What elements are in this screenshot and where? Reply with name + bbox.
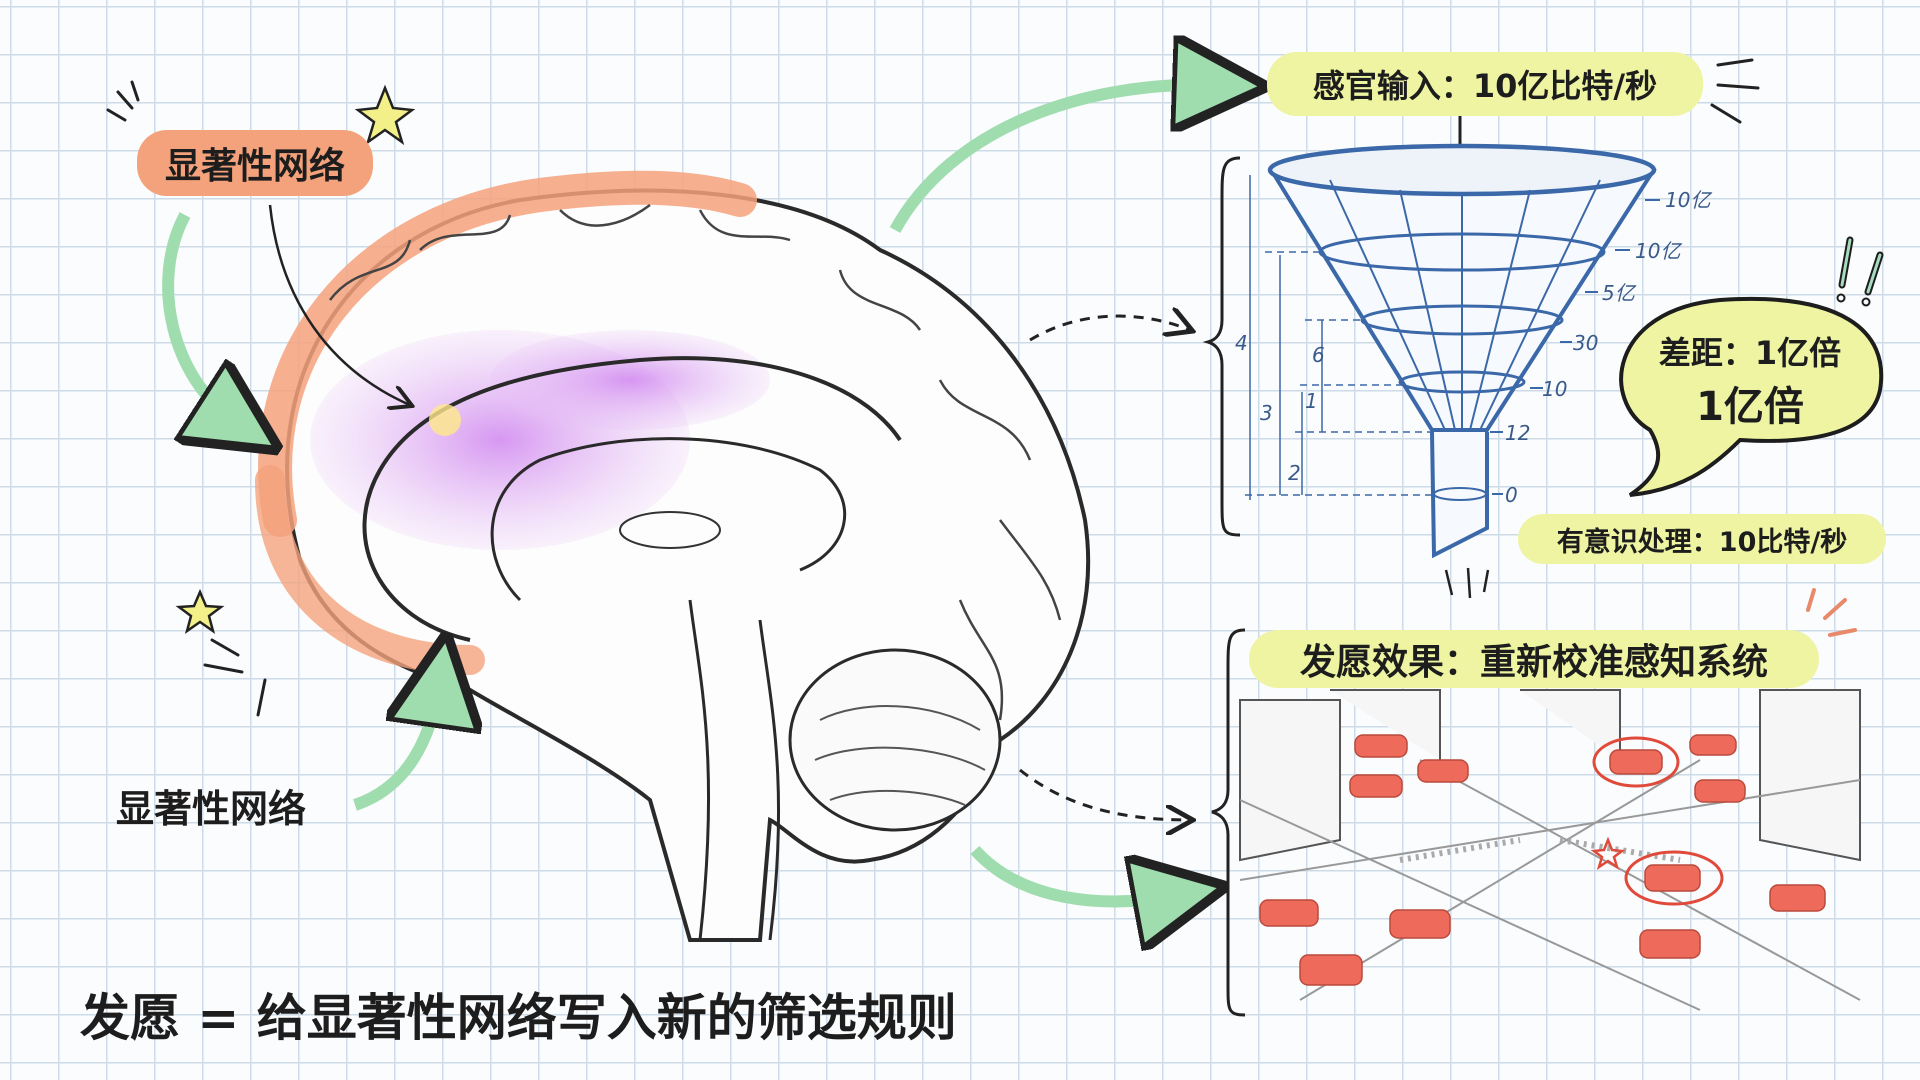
sensory-input-label: 感官输入：10亿比特/秒 [1267,52,1703,116]
city-illustration [1239,588,1861,1011]
star-icon [106,80,416,717]
gap-line-2: 1亿倍 [1696,384,1804,430]
star-icon [1590,836,1626,870]
gap-line-1: 差距：1亿倍 [1658,334,1842,372]
dimension-label: 3 [1260,401,1273,425]
car-icon [1259,734,1826,986]
dimension-label: 4 [1235,331,1248,355]
funnel-scale: 10亿 10亿 5亿 30 10 12 0 4 3 2 1 6 [1235,188,1712,507]
tick-label: 10 [1542,377,1567,401]
dimension-label: 6 [1312,343,1325,367]
tick-label: 30 [1573,331,1598,355]
dimension-label: 1 [1305,389,1318,413]
bottom-caption: 发愿 = 给显著性网络写入新的筛选规则 [80,989,957,1047]
brace [1202,156,1246,1017]
salience-network-label-top: 显著性网络 [137,130,373,196]
conscious-processing-label: 有意识处理：10比特/秒 [1518,514,1886,564]
brain-illustration [255,170,1091,942]
effect-label: 发愿效果：重新校准感知系统 [1249,630,1819,688]
gap-label: 差距：1亿倍 1亿倍 [1640,328,1860,432]
tick-label: 10亿 [1635,239,1682,263]
tick-label: 12 [1505,421,1530,445]
speech-bubble [1444,236,1884,599]
tick-label: 10亿 [1665,188,1712,212]
tick-label: 0 [1505,483,1518,507]
dimension-label: 2 [1288,461,1301,485]
salience-network-label-bottom: 显著性网络 [116,787,307,831]
arrow-icon [162,60,1760,901]
tick-label: 5亿 [1602,281,1637,305]
funnel-icon [1245,143,1660,559]
